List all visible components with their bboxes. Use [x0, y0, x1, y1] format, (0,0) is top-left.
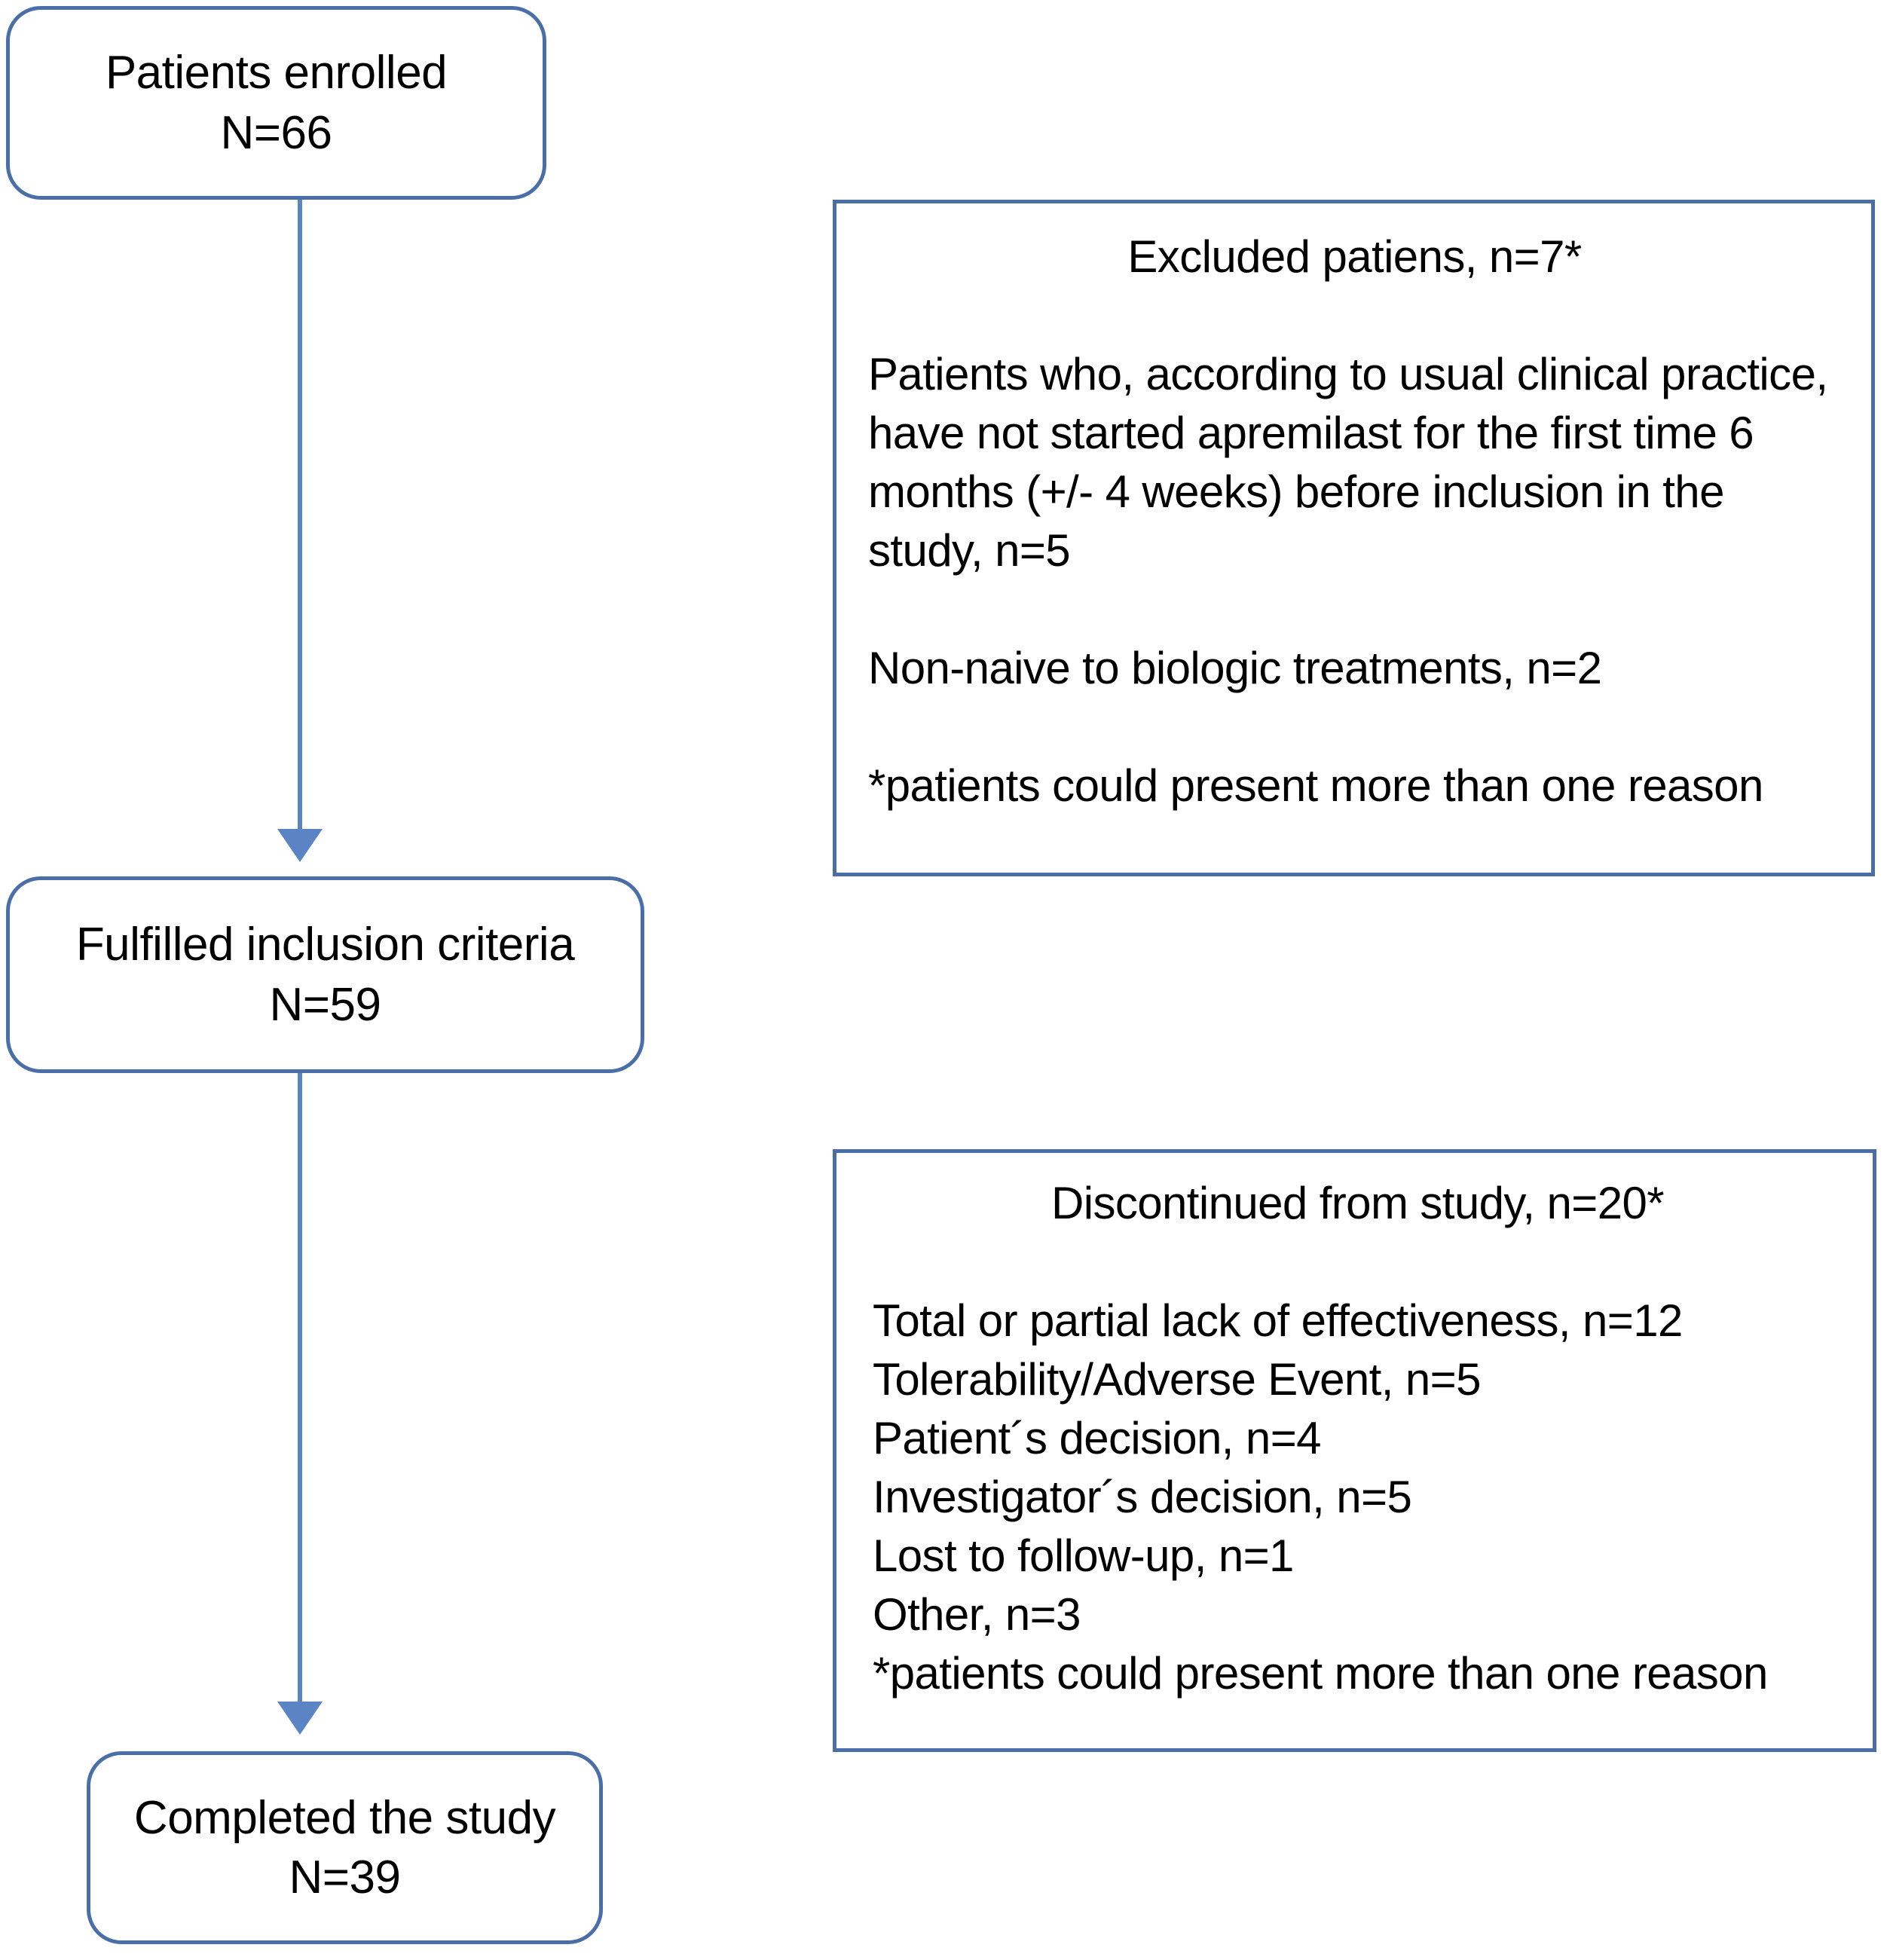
box-excluded-patients-reason-2: Non-naive to biologic treatments, n=2	[868, 643, 1602, 693]
list-item: Tolerability/Adverse Event, n=5	[873, 1354, 1481, 1405]
box-excluded-patients-footnote: *patients could present more than one re…	[868, 760, 1763, 811]
spacer	[873, 1233, 1843, 1292]
box-excluded-patients: Excluded patiens, n=7* Patients who, acc…	[833, 200, 1875, 876]
box-excluded-patients-reason-1: Patients who, according to usual clinica…	[868, 349, 1828, 576]
list-item: Lost to follow-up, n=1	[873, 1530, 1294, 1581]
box-discontinued-from-study-heading: Discontinued from study, n=20*	[1051, 1178, 1665, 1228]
list-item: Investigator´s decision, n=5	[873, 1472, 1412, 1522]
list-item: Other, n=3	[873, 1589, 1081, 1640]
list-item: Total or partial lack of effectiveness, …	[873, 1295, 1683, 1346]
arrow-down-icon-enrolled-to-fulfilled	[277, 829, 323, 862]
box-excluded-patients-content: Excluded patiens, n=7* Patients who, acc…	[836, 203, 1871, 815]
box-discontinued-from-study-reason-list: Total or partial lack of effectiveness, …	[873, 1292, 1843, 1703]
node-fulfilled-inclusion-criteria-title: Fulfilled inclusion criteria	[75, 919, 575, 971]
node-fulfilled-inclusion-criteria-count: N=59	[269, 978, 381, 1031]
spacer	[868, 698, 1841, 757]
box-discontinued-from-study-content: Discontinued from study, n=20* Total or …	[836, 1153, 1873, 1703]
connector-line-fulfilled-to-completed	[298, 1073, 302, 1705]
node-completed-the-study-title: Completed the study	[133, 1791, 556, 1844]
node-patients-enrolled-title: Patients enrolled	[105, 47, 448, 99]
node-patients-enrolled: Patients enrolled N=66	[6, 6, 546, 200]
node-fulfilled-inclusion-criteria: Fulfilled inclusion criteria N=59	[6, 876, 644, 1073]
node-completed-the-study-count: N=39	[289, 1851, 401, 1903]
box-excluded-patients-heading: Excluded patiens, n=7*	[1127, 231, 1582, 282]
box-discontinued-from-study-footnote: *patients could present more than one re…	[873, 1648, 1768, 1699]
spacer	[868, 286, 1841, 345]
node-patients-enrolled-count: N=66	[220, 106, 332, 159]
box-discontinued-from-study: Discontinued from study, n=20* Total or …	[833, 1149, 1876, 1752]
node-completed-the-study: Completed the study N=39	[87, 1751, 603, 1944]
list-item: Patient´s decision, n=4	[873, 1413, 1322, 1463]
arrow-down-icon-fulfilled-to-completed	[277, 1702, 323, 1735]
spacer	[868, 580, 1841, 639]
connector-line-enrolled-to-fulfilled	[298, 200, 302, 831]
